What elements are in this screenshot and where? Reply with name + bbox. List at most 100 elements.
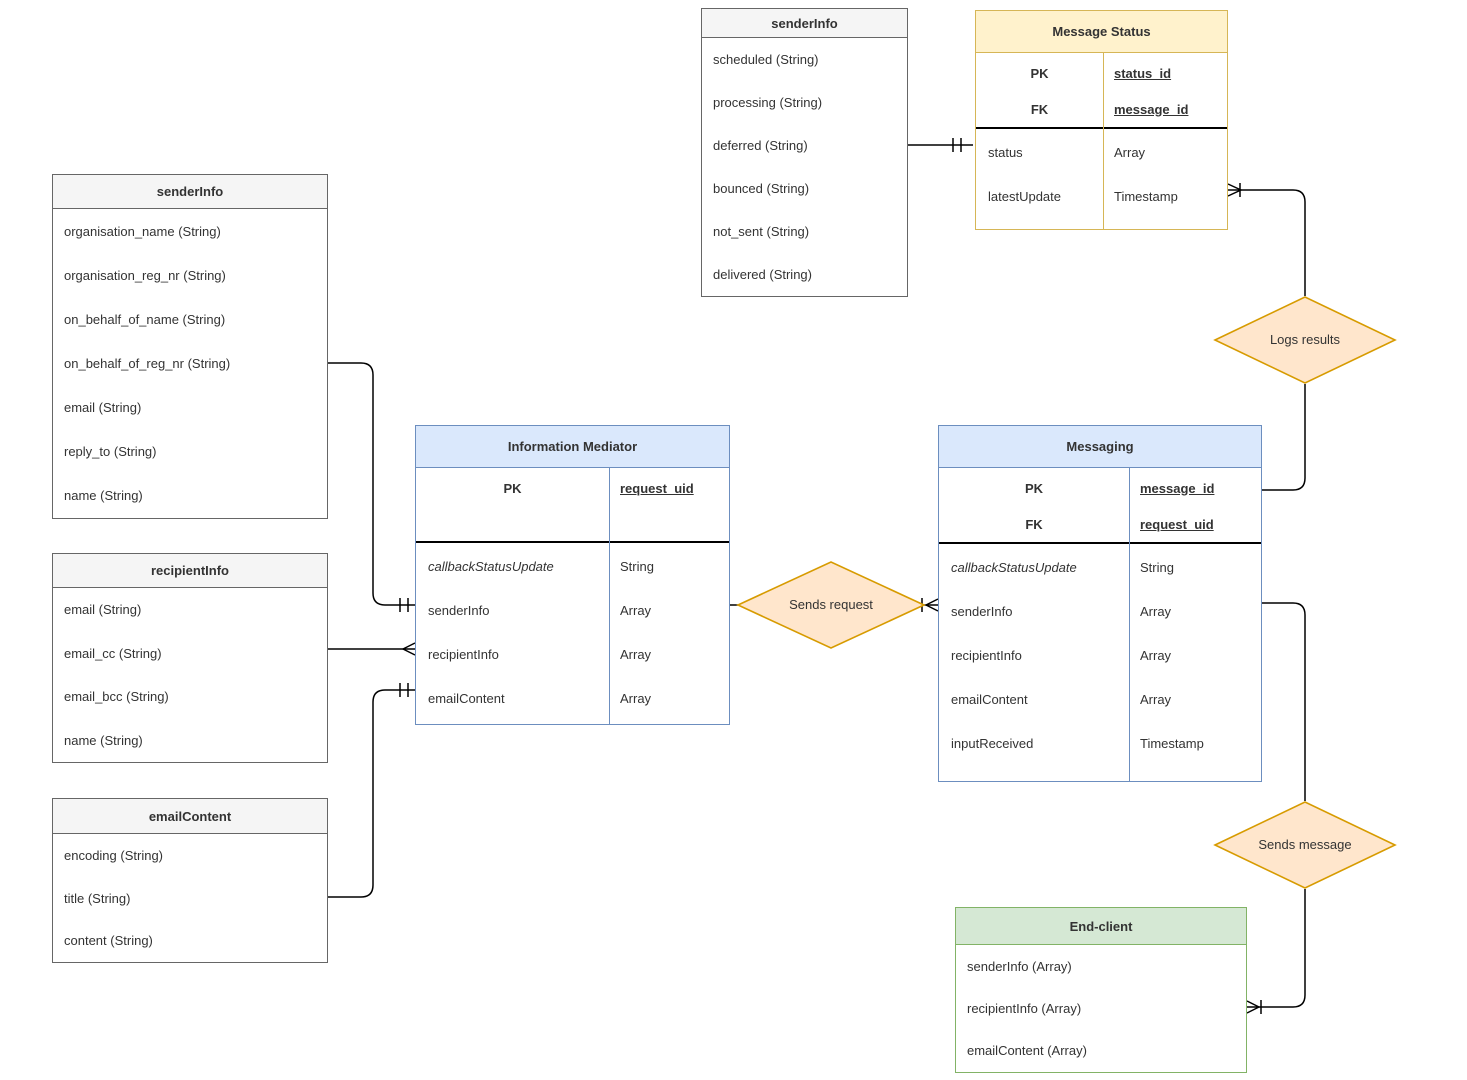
attribute-name: status (988, 144, 1023, 160)
field-row: delivered (String) (713, 267, 812, 282)
entity-title: recipientInfo (53, 554, 327, 588)
attribute-type: Array (1140, 603, 1172, 619)
entity-title: End-client (956, 908, 1246, 945)
key-row: PK message_id (939, 470, 1261, 506)
key-type: FK (1030, 101, 1049, 117)
attribute-row: recipientInfo Array (416, 632, 729, 676)
relationship-label: Sends request (789, 597, 873, 612)
one-and-only-one-marker (399, 598, 409, 612)
field-row: senderInfo (Array) (967, 958, 1072, 974)
connector-messagestatus-logsresults (1227, 183, 1306, 296)
field-row: content (String) (64, 933, 153, 949)
diamond-shape (1213, 801, 1397, 889)
attribute-row: senderInfo Array (939, 589, 1261, 633)
field-row: deferred (String) (713, 138, 808, 153)
attribute-name: recipientInfo (428, 646, 499, 662)
attribute-type: Array (1114, 144, 1146, 160)
field-row: email_cc (String) (64, 645, 162, 661)
entity-title: Information Mediator (416, 426, 729, 468)
crow-foot-marker (402, 642, 416, 656)
field-row: emailContent (Array) (967, 1043, 1087, 1059)
attribute-name: emailContent (428, 690, 505, 706)
field-row: encoding (String) (64, 847, 163, 863)
field-row: organisation_reg_nr (String) (64, 267, 226, 283)
attribute-type: String (1140, 559, 1174, 575)
field-row: organisation_name (String) (64, 223, 221, 239)
attribute-name: inputReceived (951, 735, 1034, 751)
key-name: request_uid (620, 480, 694, 496)
diamond-shape (736, 561, 926, 649)
field-row: reply_to (String) (64, 444, 157, 460)
entity-emailcontent: emailContent encoding (String) title (St… (52, 798, 328, 963)
entity-title: Message Status (976, 11, 1227, 53)
diamond-shape (1213, 296, 1397, 384)
one-and-only-one-marker (952, 138, 962, 152)
relationship-logs-results: Logs results (1213, 296, 1397, 384)
attribute-name: recipientInfo (951, 647, 1022, 663)
connector-recipientinfo-mediator (328, 642, 416, 656)
key-type: PK (1024, 480, 1044, 496)
attribute-row: senderInfo Array (416, 588, 729, 632)
attribute-type: Array (620, 690, 652, 706)
attribute-type: Timestamp (1140, 735, 1204, 751)
attribute-row: callbackStatusUpdate String (416, 544, 729, 588)
field-row: on_behalf_of_reg_nr (String) (64, 355, 231, 371)
field-row: email (String) (64, 602, 142, 618)
connector-senderstatus-messagestatus (908, 138, 973, 152)
relationship-label: Logs results (1270, 332, 1341, 347)
one-and-only-one-marker (399, 683, 409, 697)
attribute-row: inputReceived Timestamp (939, 721, 1261, 765)
field-row: email (String) (64, 400, 142, 416)
key-name: message_id (1114, 101, 1189, 117)
key-row: PK request_uid (416, 470, 729, 506)
relationship-label: Sends message (1258, 837, 1351, 852)
attribute-row: emailContent Array (416, 676, 729, 720)
field-row: email_bcc (String) (64, 689, 169, 705)
field-row: on_behalf_of_name (String) (64, 311, 226, 327)
field-row: recipientInfo (Array) (967, 1000, 1082, 1016)
field-row: name (String) (64, 488, 143, 504)
crow-foot-one-marker (1246, 1000, 1262, 1014)
key-name: message_id (1140, 480, 1215, 496)
attribute-type: Array (620, 602, 652, 618)
connector-emailcontent-mediator (328, 683, 415, 898)
connector-messaging-sendsmessage (1262, 602, 1306, 801)
attribute-row: callbackStatusUpdate String (939, 545, 1261, 589)
field-row: not_sent (String) (713, 224, 810, 239)
attribute-name: callbackStatusUpdate (428, 558, 554, 574)
entity-messaging: Messaging PK message_id FK request_uid c… (938, 425, 1262, 782)
entity-title: emailContent (53, 799, 327, 834)
attribute-type: String (620, 558, 654, 574)
key-type: FK (1025, 516, 1043, 532)
relationship-sends-request: Sends request (736, 561, 926, 649)
field-row: scheduled (String) (713, 52, 819, 67)
attribute-name: senderInfo (428, 602, 490, 618)
column-divider (609, 468, 610, 724)
entity-end-client: End-client senderInfo (Array) recipientI… (955, 907, 1247, 1073)
attribute-name: callbackStatusUpdate (951, 559, 1077, 575)
field-row: title (String) (64, 890, 131, 906)
attribute-row: recipientInfo Array (939, 633, 1261, 677)
entity-title: Messaging (939, 426, 1261, 468)
field-row: bounced (String) (713, 181, 810, 196)
attribute-row: latestUpdate Timestamp (976, 174, 1227, 218)
attribute-name: senderInfo (951, 603, 1013, 619)
crow-foot-one-marker (1227, 183, 1242, 197)
connector-logsresults-messaging (1262, 384, 1306, 491)
attribute-row: status Array (976, 130, 1227, 174)
attribute-name: latestUpdate (988, 188, 1061, 204)
entity-message-status: Message Status PK status_id FK message_i… (975, 10, 1228, 230)
attribute-name: emailContent (951, 691, 1028, 707)
key-row: FK request_uid (939, 506, 1261, 542)
attribute-type: Array (1140, 647, 1172, 663)
entity-information-mediator: Information Mediator PK request_uid call… (415, 425, 730, 725)
entity-senderinfo: senderInfo organisation_name (String) or… (52, 174, 328, 519)
key-row: PK status_id (976, 55, 1227, 91)
entity-recipientinfo: recipientInfo email (String) email_cc (S… (52, 553, 328, 763)
key-name: status_id (1114, 65, 1172, 81)
column-divider (1103, 53, 1104, 229)
attribute-type: Array (620, 646, 652, 662)
attribute-row: emailContent Array (939, 677, 1261, 721)
